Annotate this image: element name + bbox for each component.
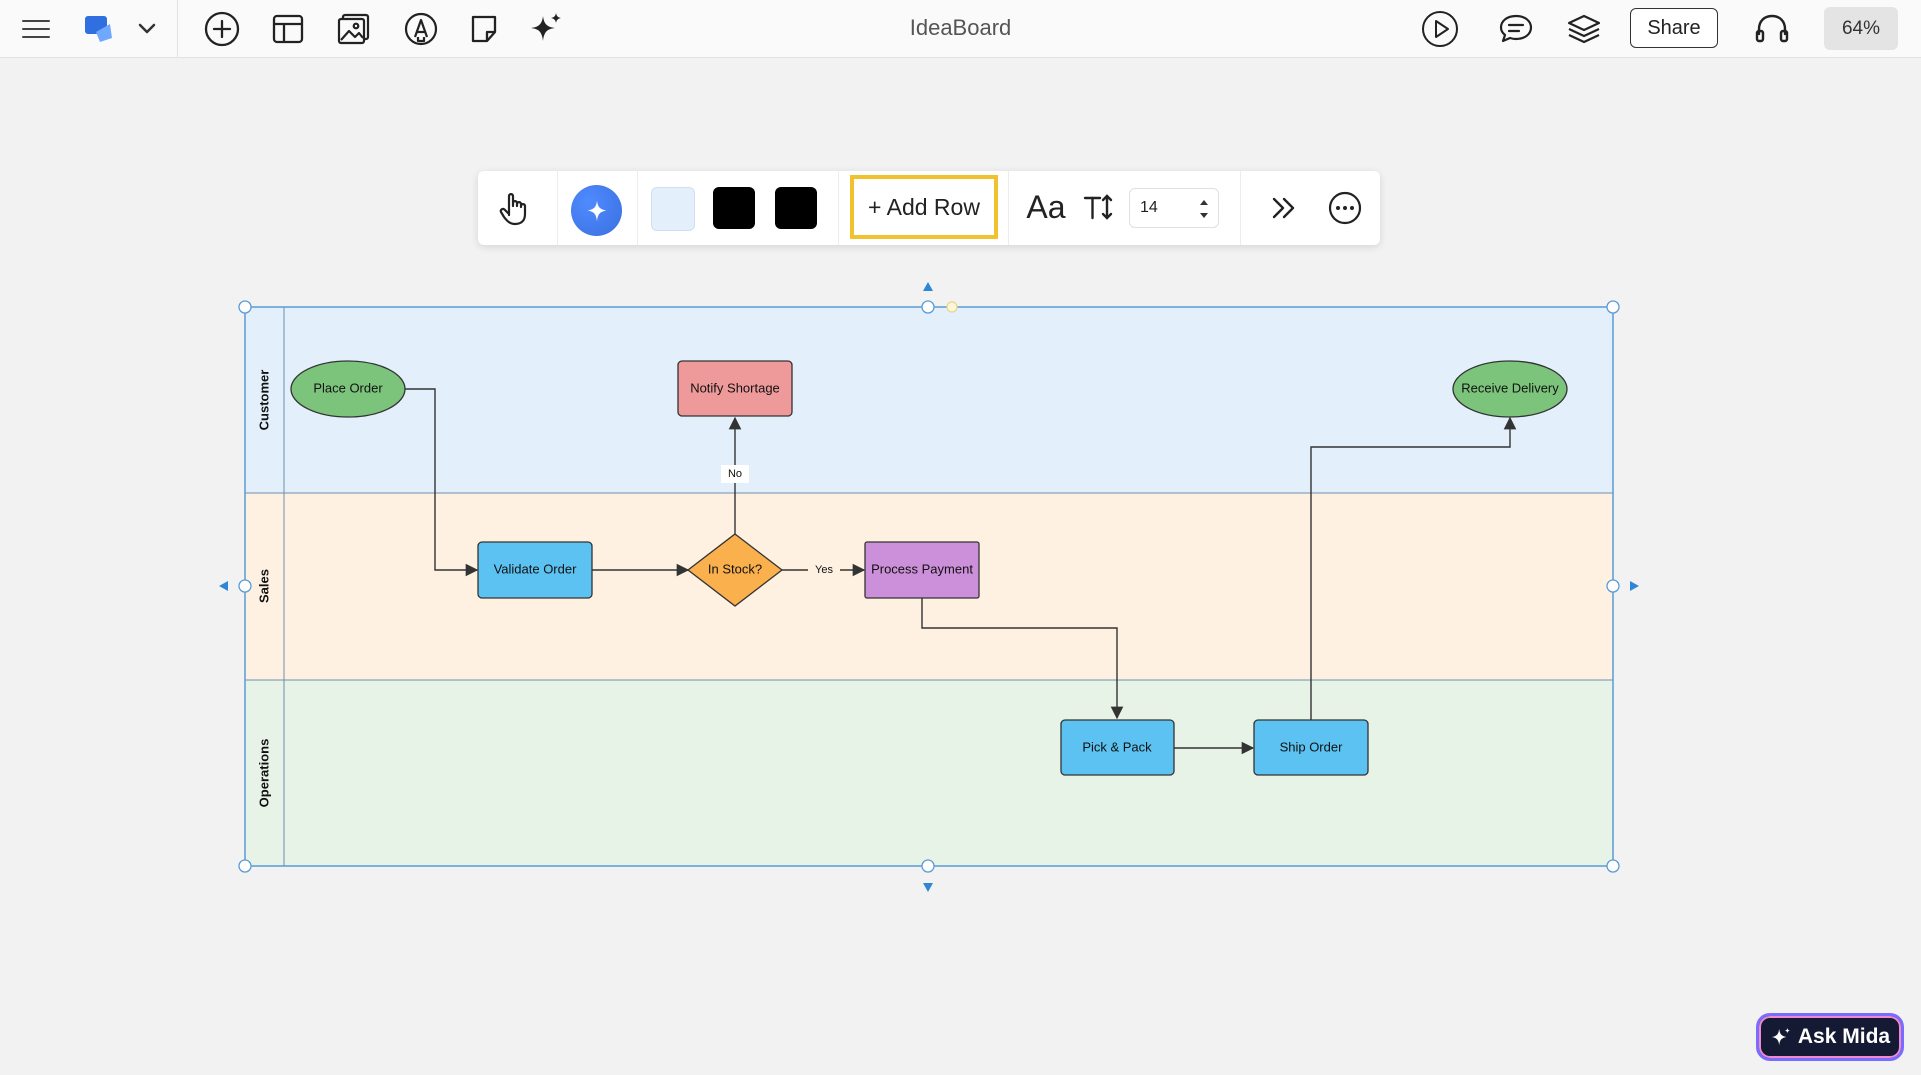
edge-ship-receive[interactable] [1310, 416, 1517, 720]
more-options-icon[interactable] [1325, 188, 1365, 228]
app-logo-icon[interactable] [80, 10, 118, 48]
comment-icon[interactable] [1497, 10, 1535, 48]
layers-icon[interactable] [1565, 10, 1603, 48]
node-label: Process Payment [871, 561, 973, 576]
resize-handle[interactable] [921, 300, 935, 314]
node-label: Validate Order [494, 561, 578, 576]
shape-format-toolbar: + Add Row Aa 14 [478, 171, 1380, 245]
rotate-handle[interactable] [946, 301, 958, 313]
add-row-button[interactable]: + Add Row [850, 175, 998, 239]
chevron-down-icon[interactable] [128, 10, 166, 48]
toolbar-divider [637, 171, 638, 245]
add-lane-left-arrow-icon[interactable] [219, 581, 228, 591]
fill-color-swatch[interactable] [651, 187, 695, 231]
edge-label-no: No [728, 468, 742, 480]
toolbar-divider [838, 171, 839, 245]
add-lane-right-arrow-icon[interactable] [1630, 581, 1639, 591]
toolbar-divider [557, 171, 558, 245]
add-lane-down-arrow-icon[interactable] [923, 883, 933, 892]
node-ship-order[interactable]: Ship Order [1253, 719, 1369, 776]
toolbar-divider [177, 0, 178, 58]
ai-assist-button[interactable] [571, 185, 622, 236]
edge-label-yes: Yes [815, 564, 833, 576]
font-size-value: 14 [1140, 199, 1158, 216]
ask-mida-label: Ask Mida [1797, 1025, 1891, 1048]
headset-icon[interactable] [1753, 10, 1791, 48]
toolbar-divider [1008, 171, 1009, 245]
toolbar-divider [1240, 171, 1241, 245]
swimlane-diagram[interactable]: Customer Sales Operations No Yes Place O… [219, 282, 1639, 892]
node-label: In Stock? [708, 561, 762, 576]
sparkle-ai-icon [1771, 1027, 1791, 1046]
node-notify-shortage[interactable]: Notify Shortage [677, 360, 793, 417]
plus-circle-icon[interactable] [203, 10, 241, 48]
resize-handle[interactable] [921, 859, 935, 873]
stepper-icon[interactable] [1198, 195, 1210, 223]
resize-handle[interactable] [1606, 859, 1620, 873]
lane-label-customer: Customer [256, 370, 271, 431]
node-in-stock[interactable]: In Stock? [686, 533, 784, 607]
node-label: Pick & Pack [1082, 739, 1152, 754]
image-icon[interactable] [335, 10, 373, 48]
share-button[interactable]: Share [1630, 8, 1718, 48]
text-size-icon[interactable] [1082, 186, 1116, 230]
add-lane-up-arrow-icon[interactable] [923, 282, 933, 291]
node-receive-delivery[interactable]: Receive Delivery [1452, 360, 1568, 418]
text-color-swatch[interactable] [775, 187, 817, 229]
sticky-note-icon[interactable] [465, 10, 503, 48]
lane-label-sales: Sales [256, 569, 271, 603]
node-validate-order[interactable]: Validate Order [477, 541, 593, 599]
hamburger-menu-icon[interactable] [17, 10, 55, 48]
node-process-payment[interactable]: Process Payment [864, 541, 980, 599]
ask-mida-button[interactable]: Ask Mida [1756, 1013, 1904, 1061]
font-family-button[interactable]: Aa [1026, 188, 1066, 225]
node-label: Ship Order [1280, 739, 1344, 754]
resize-handle[interactable] [1606, 579, 1620, 593]
hand-pointer-icon[interactable] [492, 185, 538, 231]
node-place-order[interactable]: Place Order [290, 360, 406, 418]
double-chevron-right-icon[interactable] [1264, 188, 1304, 228]
play-icon[interactable] [1421, 10, 1459, 48]
lane-customer[interactable] [245, 307, 1613, 493]
lane-label-operations: Operations [256, 739, 271, 808]
node-pick-pack[interactable]: Pick & Pack [1060, 719, 1175, 776]
border-color-swatch[interactable] [713, 187, 755, 229]
font-size-input[interactable]: 14 [1129, 188, 1219, 228]
node-label: Receive Delivery [1461, 380, 1559, 395]
sparkle-ai-icon [587, 200, 606, 221]
top-bar: IdeaBoard Share 64% [0, 0, 1921, 58]
resize-handle[interactable] [1606, 300, 1620, 314]
template-layout-icon[interactable] [269, 10, 307, 48]
edge-payment-pickpack[interactable] [921, 598, 1124, 720]
resize-handle[interactable] [238, 300, 252, 314]
node-label: Notify Shortage [690, 380, 780, 395]
resize-handle[interactable] [238, 579, 252, 593]
pen-draw-icon[interactable] [402, 10, 440, 48]
zoom-level-button[interactable]: 64% [1824, 7, 1898, 50]
node-label: Place Order [313, 380, 383, 395]
edge-place-validate[interactable] [405, 388, 479, 577]
sparkle-ai-icon[interactable] [527, 10, 565, 48]
lane-operations[interactable] [245, 680, 1613, 866]
resize-handle[interactable] [238, 859, 252, 873]
